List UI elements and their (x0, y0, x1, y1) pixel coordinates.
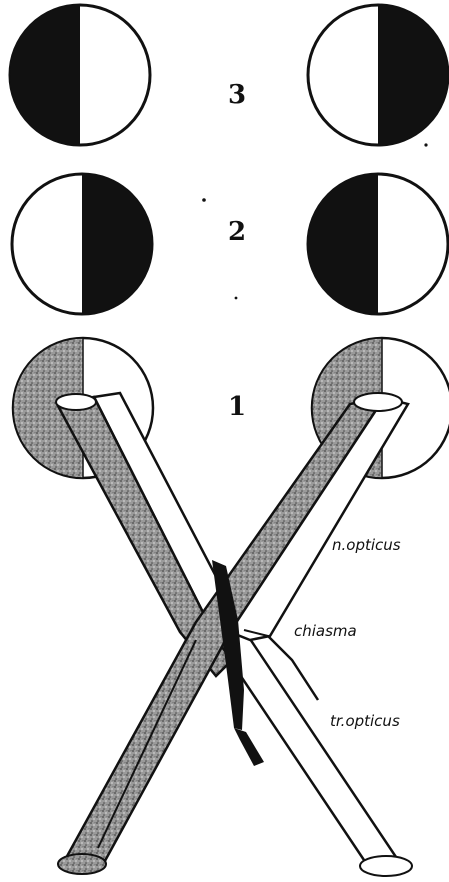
row2-label: 2 (228, 217, 246, 247)
stray-dot (424, 143, 427, 146)
row3-right-visual-field (308, 5, 448, 145)
chiasm-label: chiasma (294, 622, 357, 640)
optic-nerve-label: n.opticus (332, 536, 401, 554)
row2-right-visual-field (308, 174, 448, 314)
stray-dot (202, 198, 206, 202)
row2-left-visual-field (12, 174, 152, 314)
row3-left-visual-field (10, 5, 150, 145)
row1-label: 1 (228, 392, 246, 422)
stray-dot (235, 297, 238, 300)
row3-label: 3 (228, 80, 246, 110)
optic-tract-label: tr.opticus (330, 712, 400, 730)
